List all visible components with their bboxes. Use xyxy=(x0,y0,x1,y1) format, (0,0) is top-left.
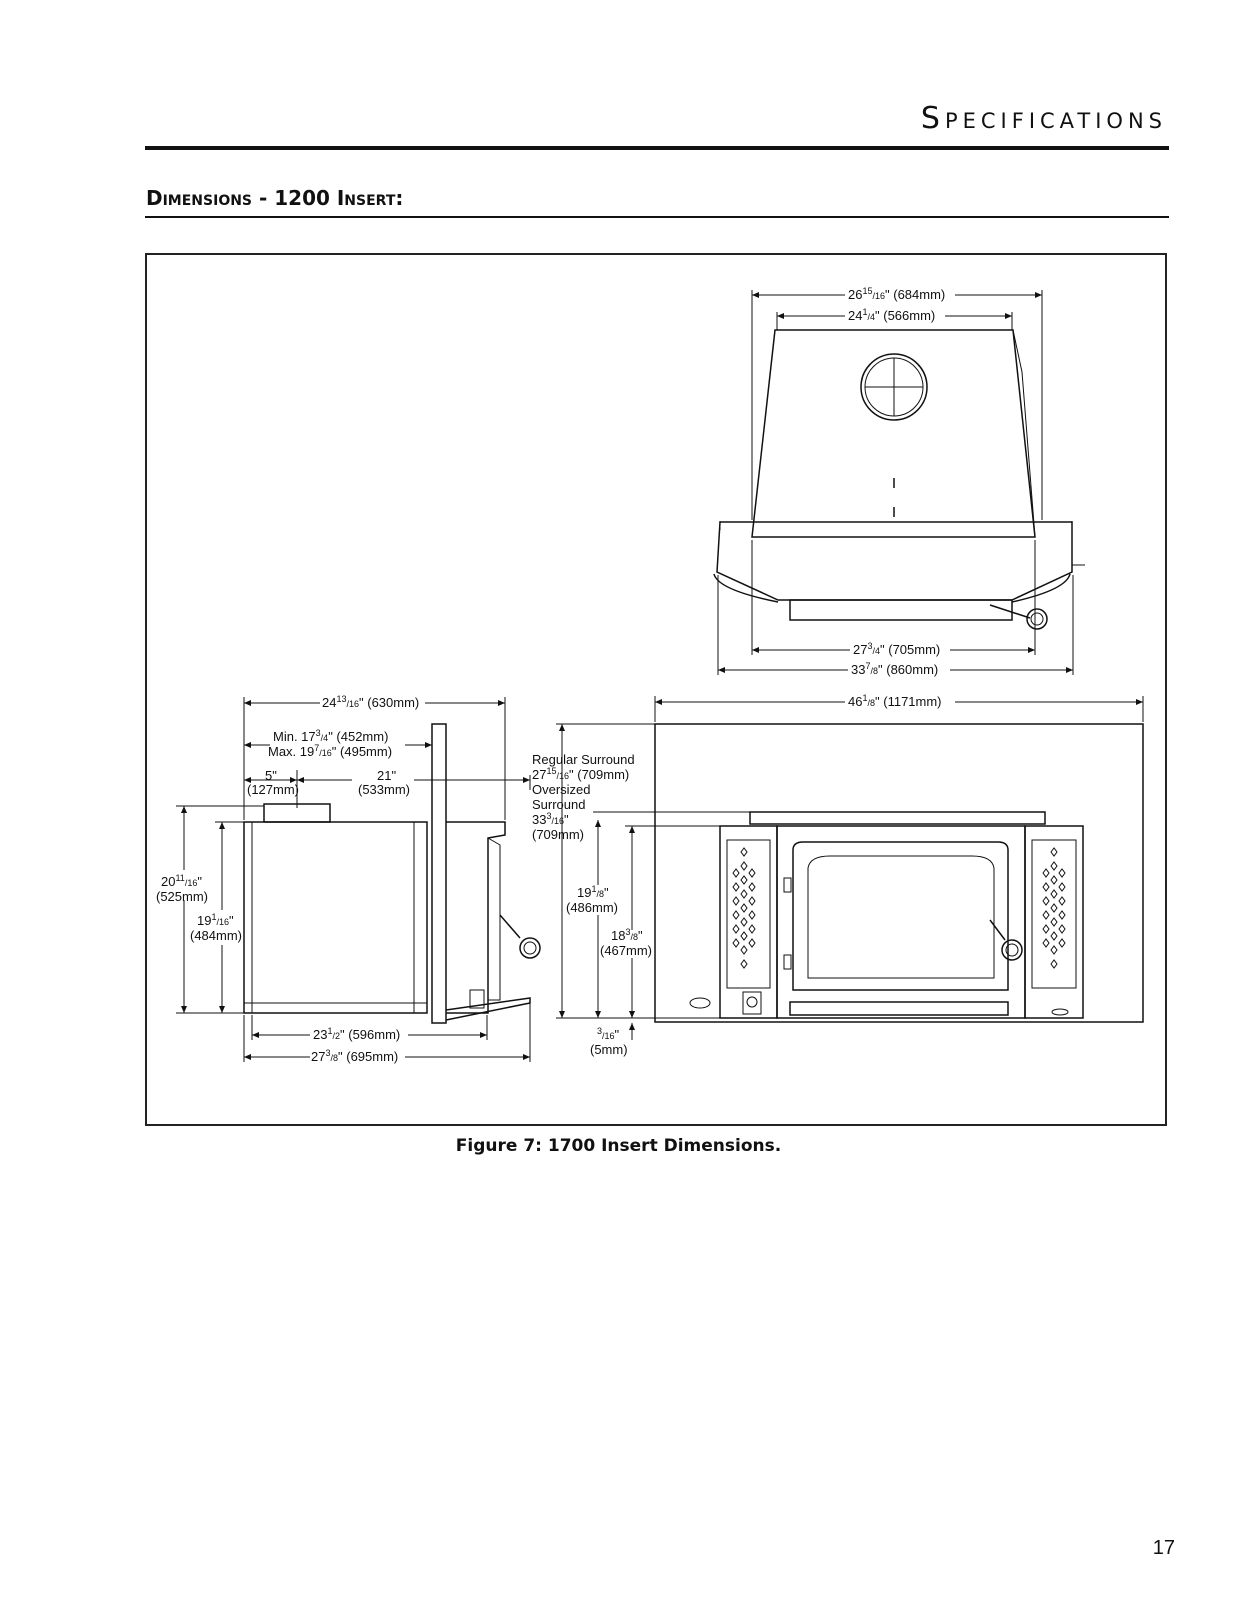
top-view-drawing xyxy=(713,329,1085,630)
page-number: 17 xyxy=(1152,1537,1175,1559)
dim-top-overall-width: 337/8" (860mm) xyxy=(851,661,938,677)
figure-caption: Figure 7: 1700 Insert Dimensions. xyxy=(455,1136,782,1156)
dim-side-5in-mm: (127mm) xyxy=(247,782,299,797)
dim-front-height-1: 191/8" xyxy=(577,884,609,900)
dim-side-21in-mm: (533mm) xyxy=(358,782,410,797)
side-view-dimensions xyxy=(176,697,531,1062)
side-view-drawing xyxy=(243,723,541,1024)
dim-side-overall-bottom: 273/8" (695mm) xyxy=(311,1048,398,1064)
title-rule xyxy=(145,146,1169,150)
dim-side-overall-depth: 2413/16" (630mm) xyxy=(322,694,419,710)
top-view-dimensions xyxy=(717,290,1074,675)
left-panel-pattern xyxy=(732,847,756,969)
dim-side-height-body-mm: (484mm) xyxy=(190,928,242,943)
dim-oversized-label-1: Oversized xyxy=(532,782,591,797)
figure-frame xyxy=(145,253,1167,1126)
dim-side-height-body: 191/16" xyxy=(197,912,234,928)
dim-front-gap-mm: (5mm) xyxy=(590,1042,628,1057)
dim-front-height-2-mm: (467mm) xyxy=(600,943,652,958)
dim-front-gap: 3/16" xyxy=(597,1026,620,1042)
dim-side-bottom-depth: 231/2" (596mm) xyxy=(313,1026,400,1042)
dim-oversized-surround-mm: (709mm) xyxy=(532,827,584,842)
section-rule xyxy=(145,216,1169,218)
dim-top-inner-width: 241/4" (566mm) xyxy=(848,307,935,323)
front-view-drawing xyxy=(654,723,1144,1023)
dim-side-height-total: 2011/16" xyxy=(161,873,202,889)
section-heading: Dimensions - 1200 Insert: xyxy=(146,186,404,210)
right-panel-pattern xyxy=(1042,847,1066,969)
dim-side-21in: 21" xyxy=(377,768,396,783)
front-view-dimensions xyxy=(556,696,1144,1040)
dim-side-5in: 5" xyxy=(265,768,277,783)
dim-top-outer-width: 2615/16" (684mm) xyxy=(848,286,945,302)
dim-side-depth-min: Min. 173/4" (452mm) xyxy=(273,728,388,744)
dim-top-body-width: 273/4" (705mm) xyxy=(853,641,940,657)
dim-front-height-2: 183/8" xyxy=(611,927,643,943)
dim-side-height-total-mm: (525mm) xyxy=(156,889,208,904)
dim-regular-surround: 2715/16" (709mm) xyxy=(532,766,629,782)
dim-oversized-surround: 333/16" xyxy=(532,811,569,827)
dim-side-depth-max: Max. 197/16" (495mm) xyxy=(268,743,392,759)
dim-front-height-1-mm: (486mm) xyxy=(566,900,618,915)
page-title: Specifications xyxy=(920,101,1167,136)
dim-regular-surround-label: Regular Surround xyxy=(532,752,635,767)
dim-front-surround-width: 461/8" (1171mm) xyxy=(848,693,942,709)
dim-oversized-label-2: Surround xyxy=(532,797,585,812)
